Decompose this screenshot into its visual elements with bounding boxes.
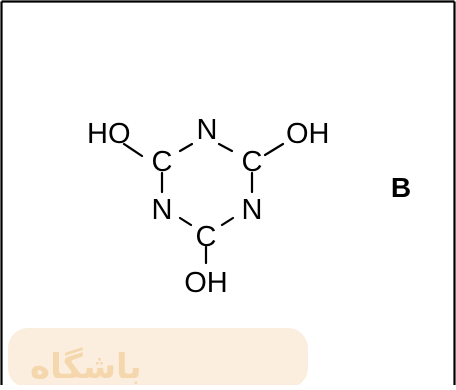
atoms: HO C N C OH N N C OH [87, 114, 330, 299]
bond-c-left-n-top [178, 142, 194, 153]
bond-c-bottom-n-right [220, 216, 235, 227]
atom-c-right: C [242, 146, 263, 178]
bonds [122, 142, 285, 265]
atom-c-bottom: C [196, 221, 217, 253]
bond-n-left-c-bottom [178, 216, 193, 227]
bond-c-right-oh [263, 142, 285, 157]
atom-n-right: N [242, 194, 263, 226]
bond-ho-c-left [122, 142, 144, 158]
atom-ho-left: HO [87, 118, 131, 150]
atom-n-left: N [152, 194, 173, 226]
bond-n-top-c-right [217, 142, 234, 153]
watermark-box [8, 328, 308, 388]
panel-label: B [391, 172, 411, 203]
atom-n-top: N [197, 114, 218, 146]
watermark-text: باشگاه [30, 347, 142, 385]
atom-c-left: C [152, 146, 173, 178]
atom-oh-bottom: OH [184, 267, 228, 299]
watermark: باشگاه [8, 328, 308, 388]
atom-oh-right: OH [286, 118, 330, 150]
